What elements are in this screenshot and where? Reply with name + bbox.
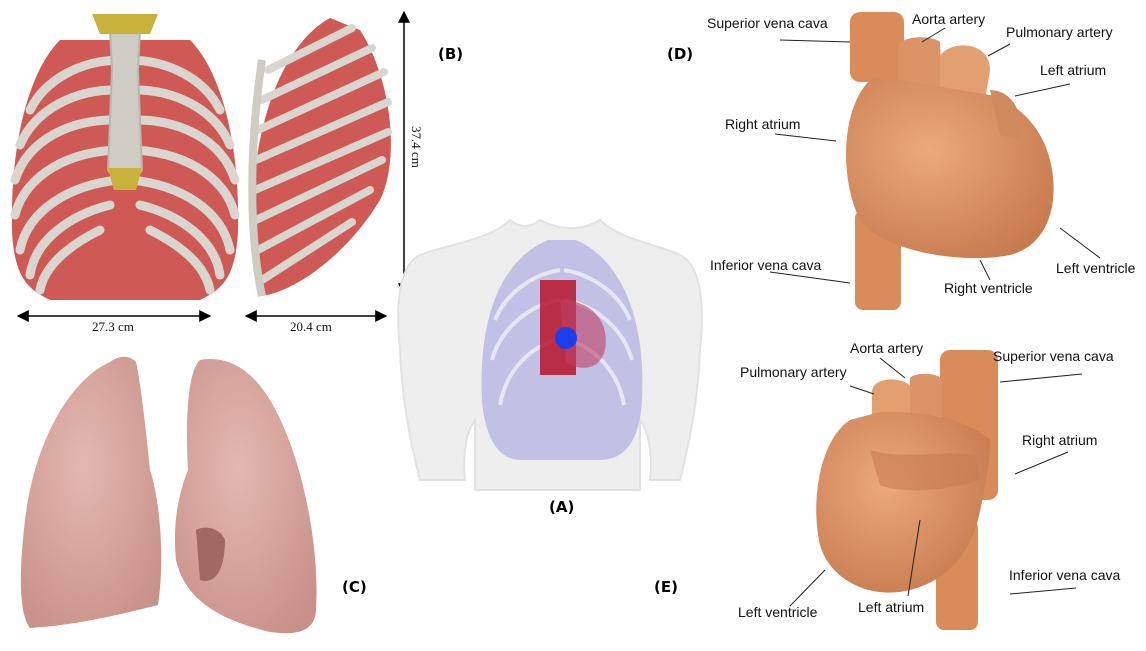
measurement-width-side: 20.4 cm xyxy=(290,320,332,333)
label-superior-vena-cava-back: Superior vena cava xyxy=(993,349,1114,363)
panel-label-c: (C) xyxy=(342,580,367,595)
label-aorta-artery-front: Aorta artery xyxy=(912,12,985,26)
measurement-width-front: 27.3 cm xyxy=(92,320,134,333)
label-right-atrium-back: Right atrium xyxy=(1022,433,1097,447)
heart-front xyxy=(846,12,1054,310)
panel-label-d: (D) xyxy=(667,47,693,62)
label-left-atrium-front: Left atrium xyxy=(1040,63,1106,77)
label-right-ventricle-front: Right ventricle xyxy=(944,281,1033,295)
label-aorta-artery-back: Aorta artery xyxy=(850,341,923,355)
heart-back xyxy=(816,350,998,630)
label-left-ventricle-front: Left ventricle xyxy=(1056,261,1135,275)
label-inferior-vena-cava-front: Inferior vena cava xyxy=(710,258,821,272)
label-pulmonary-artery-back: Pulmonary artery xyxy=(740,365,847,379)
label-right-atrium-front: Right atrium xyxy=(725,117,800,131)
label-inferior-vena-cava-back: Inferior vena cava xyxy=(1009,568,1120,582)
panel-label-b: (B) xyxy=(438,47,463,62)
label-superior-vena-cava-front: Superior vena cava xyxy=(707,16,828,30)
measurement-height: 37.4 cm xyxy=(410,126,423,168)
label-left-atrium-back: Left atrium xyxy=(858,600,924,614)
ribcage-front xyxy=(12,14,238,300)
label-left-ventricle-back: Left ventricle xyxy=(738,605,817,619)
lungs xyxy=(21,357,317,633)
ribcage-side xyxy=(252,18,391,296)
torso-model xyxy=(398,220,702,490)
panel-label-a: (A) xyxy=(549,500,574,515)
panel-label-e: (E) xyxy=(654,580,678,595)
label-pulmonary-artery-front: Pulmonary artery xyxy=(1006,25,1113,39)
